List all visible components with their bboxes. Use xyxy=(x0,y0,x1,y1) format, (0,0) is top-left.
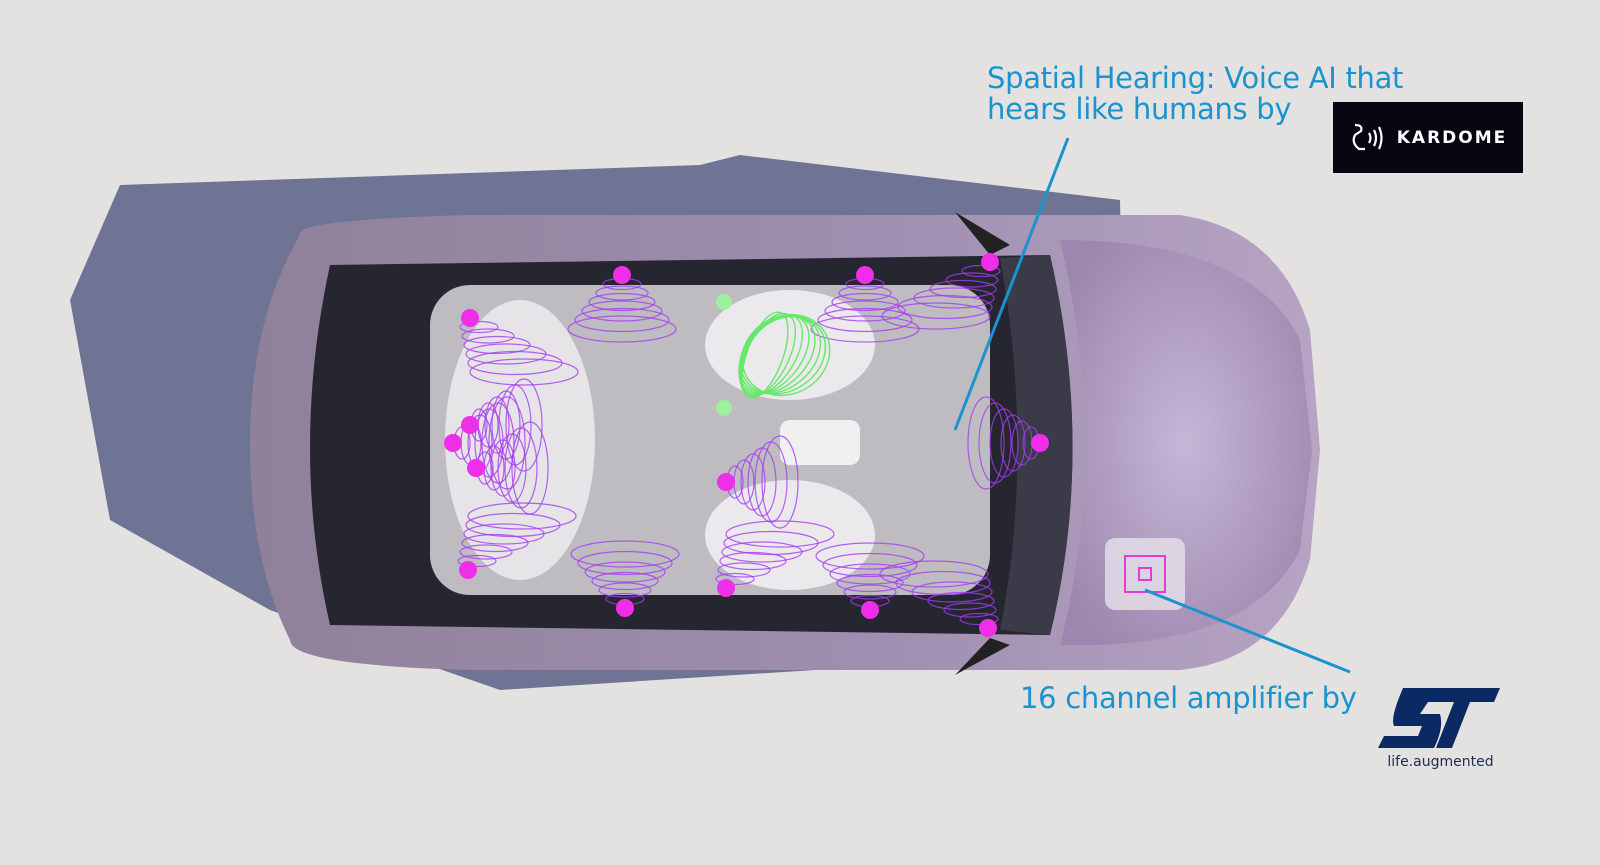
voice-beam-wave xyxy=(738,315,810,395)
microphone-dot xyxy=(716,400,732,416)
sound-wave xyxy=(927,591,995,611)
sound-wave xyxy=(929,279,997,299)
sound-wave xyxy=(879,560,989,588)
speaker-dot xyxy=(717,579,735,597)
sound-wave xyxy=(581,300,663,322)
sound-wave xyxy=(570,540,680,568)
sound-wave xyxy=(761,435,799,529)
sound-wave xyxy=(469,358,579,386)
st-logo: life.augmented xyxy=(1378,688,1503,770)
sound-wave xyxy=(577,550,673,576)
sound-wave xyxy=(943,602,997,618)
center-console xyxy=(780,420,860,465)
sound-wave xyxy=(959,612,999,626)
sound-wave xyxy=(843,584,897,600)
st-logo-mark xyxy=(1378,688,1500,748)
sound-wave xyxy=(591,571,659,591)
microphone-array xyxy=(716,294,831,416)
sound-wave xyxy=(574,307,670,333)
kardome-wordmark: KARDOME xyxy=(1396,127,1508,148)
speaker-dot xyxy=(856,266,874,284)
speakers xyxy=(444,253,1049,637)
amplifier-callout-line xyxy=(1144,588,1351,674)
sound-wave xyxy=(824,300,906,322)
sound-wave xyxy=(595,285,649,301)
sound-wave xyxy=(717,562,771,578)
sound-wave xyxy=(822,552,918,578)
spatial-hearing-caption: Spatial Hearing: Voice AI that hears lik… xyxy=(987,61,1404,126)
amplifier-chip-icon xyxy=(1124,555,1166,593)
sound-wave xyxy=(725,520,835,548)
sound-wave xyxy=(838,285,892,301)
sound-wave xyxy=(961,264,1001,278)
voice-beam-wave xyxy=(738,315,822,395)
speaker-waves xyxy=(453,264,1040,626)
sound-wave xyxy=(967,396,1005,490)
sound-wave xyxy=(461,533,529,553)
amplifier-chip-box xyxy=(1105,538,1185,610)
sound-wave xyxy=(831,292,899,312)
st-tagline: life.augmented xyxy=(1387,754,1494,770)
sound-wave xyxy=(881,302,991,330)
sound-wave xyxy=(829,563,911,585)
amplifier-caption: 16 channel amplifier by xyxy=(1020,681,1357,715)
sound-wave xyxy=(490,439,516,497)
speaker-dot xyxy=(444,434,462,452)
sound-wave xyxy=(588,292,656,312)
kardome-ear-waves-icon xyxy=(1352,123,1383,150)
kardome-logo: KARDOME xyxy=(1333,102,1523,173)
sound-wave xyxy=(459,320,499,334)
sound-wave xyxy=(461,328,515,344)
sound-wave xyxy=(810,315,920,343)
sound-wave xyxy=(719,551,787,571)
sound-wave xyxy=(505,378,543,472)
sound-wave xyxy=(484,396,510,454)
speaker-dot xyxy=(717,473,735,491)
speaker-dot xyxy=(979,619,997,637)
speaker-dot xyxy=(616,599,634,617)
sound-wave xyxy=(740,453,766,511)
speaker-dot xyxy=(613,266,631,284)
sound-wave xyxy=(459,544,513,560)
voice-beam-wave xyxy=(739,315,827,395)
sound-wave xyxy=(584,561,666,583)
sound-wave xyxy=(715,572,755,586)
speaker-dot xyxy=(981,253,999,271)
sound-wave xyxy=(836,573,904,593)
voice-beam-wave xyxy=(741,313,831,397)
right-mirror xyxy=(955,638,1010,675)
speaker-dot xyxy=(459,561,477,579)
sound-wave xyxy=(463,335,531,355)
kardome-callout-line xyxy=(953,137,1070,431)
sound-wave xyxy=(817,307,913,333)
sound-wave xyxy=(567,315,677,343)
speaker-dot xyxy=(467,459,485,477)
sound-wave xyxy=(467,502,577,530)
speaker-dot xyxy=(461,309,479,327)
voice-beam-wave xyxy=(738,315,816,395)
left-mirror xyxy=(955,212,1010,255)
sound-wave xyxy=(457,554,497,568)
speaker-dot xyxy=(1031,434,1049,452)
sound-wave xyxy=(815,542,925,570)
microphone-dot xyxy=(716,294,732,310)
sound-wave xyxy=(945,272,999,288)
speaker-dot xyxy=(861,601,879,619)
front-left-seat xyxy=(705,290,875,400)
speaker-dot xyxy=(461,416,479,434)
sound-wave xyxy=(598,582,652,598)
sound-wave xyxy=(1000,414,1026,472)
